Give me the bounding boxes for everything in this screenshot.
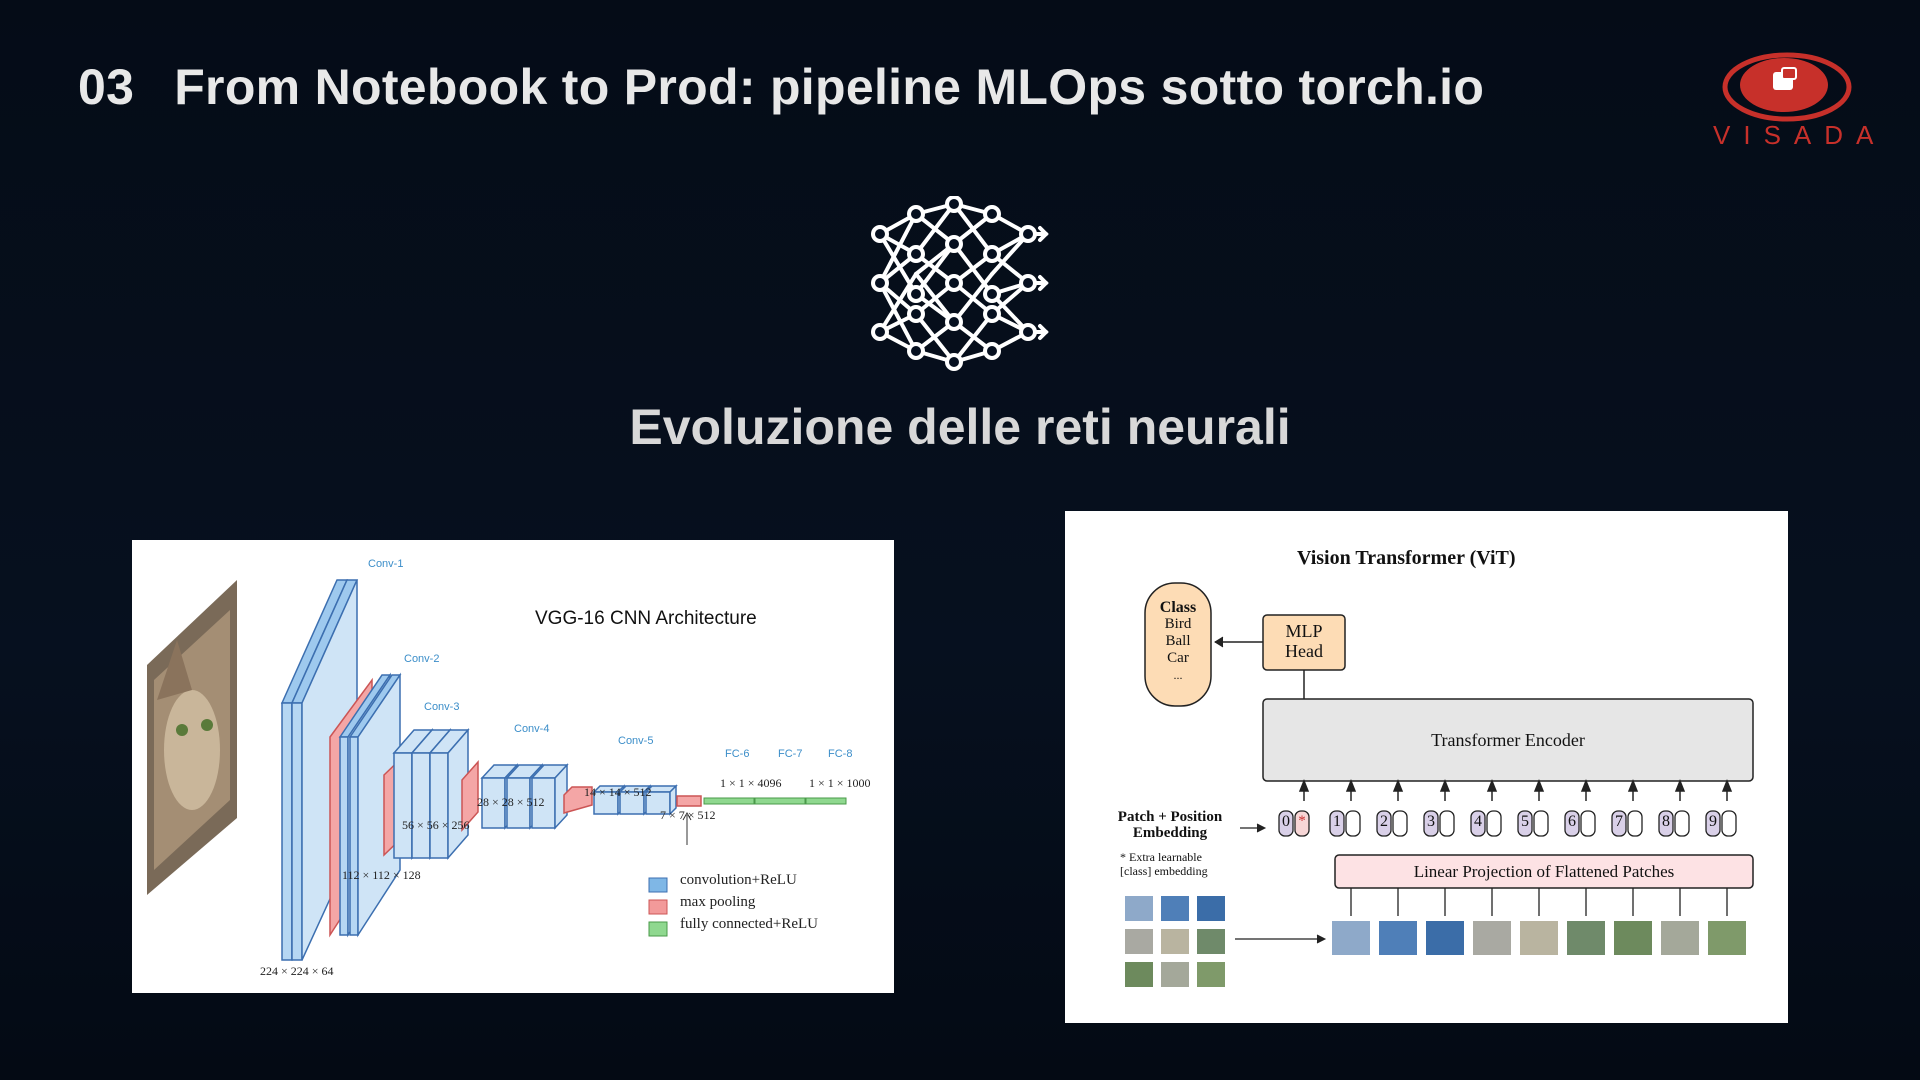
layer-label-conv1: Conv-1	[368, 558, 404, 570]
vgg16-diagram: VGG-16 CNN Architecture Conv-1 Conv-2 Co…	[132, 540, 894, 993]
projection-shape	[1334, 854, 1754, 889]
legend-fc-label: fully connected+ReLU	[680, 916, 818, 932]
visada-logo	[1722, 52, 1852, 122]
encoder-shape	[1262, 698, 1754, 782]
patch-sequence	[1332, 921, 1746, 955]
token-label: 3	[1427, 813, 1435, 830]
slide-subtitle: Evoluzione delle reti neurali	[629, 399, 1291, 455]
class-box-item: Bird	[1164, 616, 1192, 632]
layer-label-fc7: FC-7	[778, 748, 803, 760]
logo-text: VISADA	[1713, 120, 1887, 150]
dim-label: 28 × 28 × 512	[477, 795, 545, 809]
dim-label: 56 × 56 × 256	[402, 818, 470, 832]
legend-conv-label: convolution+ReLU	[680, 872, 797, 888]
legend-pool-label: max pooling	[680, 894, 756, 910]
patch-embedding-label: Patch + Position Embedding	[1105, 809, 1235, 841]
token-label: 9	[1709, 813, 1717, 830]
extra-note-line: * Extra learnable	[1120, 850, 1202, 864]
mlp-head-line: MLP	[1285, 621, 1323, 641]
vgg-title: VGG-16 CNN Architecture	[535, 608, 757, 629]
cat-image	[147, 580, 237, 895]
conv4-block	[480, 763, 569, 830]
slide-title: 03 From Notebook to Prod: pipeline MLOps …	[78, 58, 1484, 116]
class-box-item: Car	[1167, 650, 1189, 666]
vit-diagram: Vision Transformer (ViT) Class Bird Ball…	[1065, 511, 1788, 1023]
dim-label: 1 × 1 × 1000	[809, 776, 871, 790]
dim-label: 112 × 112 × 128	[342, 868, 421, 882]
token-row	[1278, 810, 1737, 837]
vgg-legend-swatches	[648, 877, 668, 937]
extra-embedding-note: * Extra learnable [class] embedding	[1120, 850, 1208, 878]
dim-label: 7 × 7 × 512	[660, 808, 716, 822]
dim-label: 1 × 1 × 4096	[720, 776, 782, 790]
conv5-block	[592, 784, 678, 816]
conv3-block	[392, 727, 470, 861]
neural-network-icon	[871, 196, 1049, 371]
patch-label-line: Patch + Position	[1117, 809, 1223, 825]
encoder-label: Transformer Encoder	[1431, 730, 1585, 750]
layer-label-conv4: Conv-4	[514, 723, 550, 735]
token-label: 5	[1521, 813, 1529, 830]
class-box: Class Bird Ball Car ...	[1145, 599, 1211, 684]
projection-label: Linear Projection of Flattened Patches	[1413, 862, 1675, 881]
token-label: 7	[1615, 813, 1623, 830]
slide-title-text: From Notebook to Prod: pipeline MLOps so…	[174, 59, 1485, 115]
layer-label-conv5: Conv-5	[618, 735, 654, 747]
token-label: 0	[1282, 813, 1290, 830]
class-box-item: ...	[1173, 668, 1183, 682]
layer-label-conv2: Conv-2	[404, 653, 440, 665]
class-box-item: Ball	[1165, 633, 1191, 649]
conv2-block	[338, 672, 402, 938]
layer-label-conv3: Conv-3	[424, 701, 460, 713]
layer-label-fc6: FC-6	[725, 748, 750, 760]
token-label: 2	[1380, 813, 1388, 830]
token-label: 1	[1333, 813, 1341, 830]
token-label: 6	[1568, 813, 1576, 830]
patch-label-line: Embedding	[1132, 825, 1208, 841]
layer-label-fc8: FC-8	[828, 748, 853, 760]
slide-number: 03	[78, 59, 135, 115]
token-label: 4	[1474, 813, 1482, 830]
mlp-head-line: Head	[1285, 641, 1323, 661]
dim-label: 224 × 224 × 64	[260, 964, 334, 978]
image-grid	[1125, 896, 1225, 987]
class-token-mark: *	[1298, 813, 1306, 829]
class-box-shape	[1144, 582, 1212, 707]
mlp-head-label: MLP Head	[1263, 621, 1345, 661]
token-label: 8	[1662, 813, 1670, 830]
class-box-title: Class	[1159, 599, 1197, 616]
extra-note-line: [class] embedding	[1120, 864, 1208, 878]
dim-label: 14 × 14 × 512	[584, 785, 652, 799]
vit-title: Vision Transformer (ViT)	[1297, 547, 1516, 569]
